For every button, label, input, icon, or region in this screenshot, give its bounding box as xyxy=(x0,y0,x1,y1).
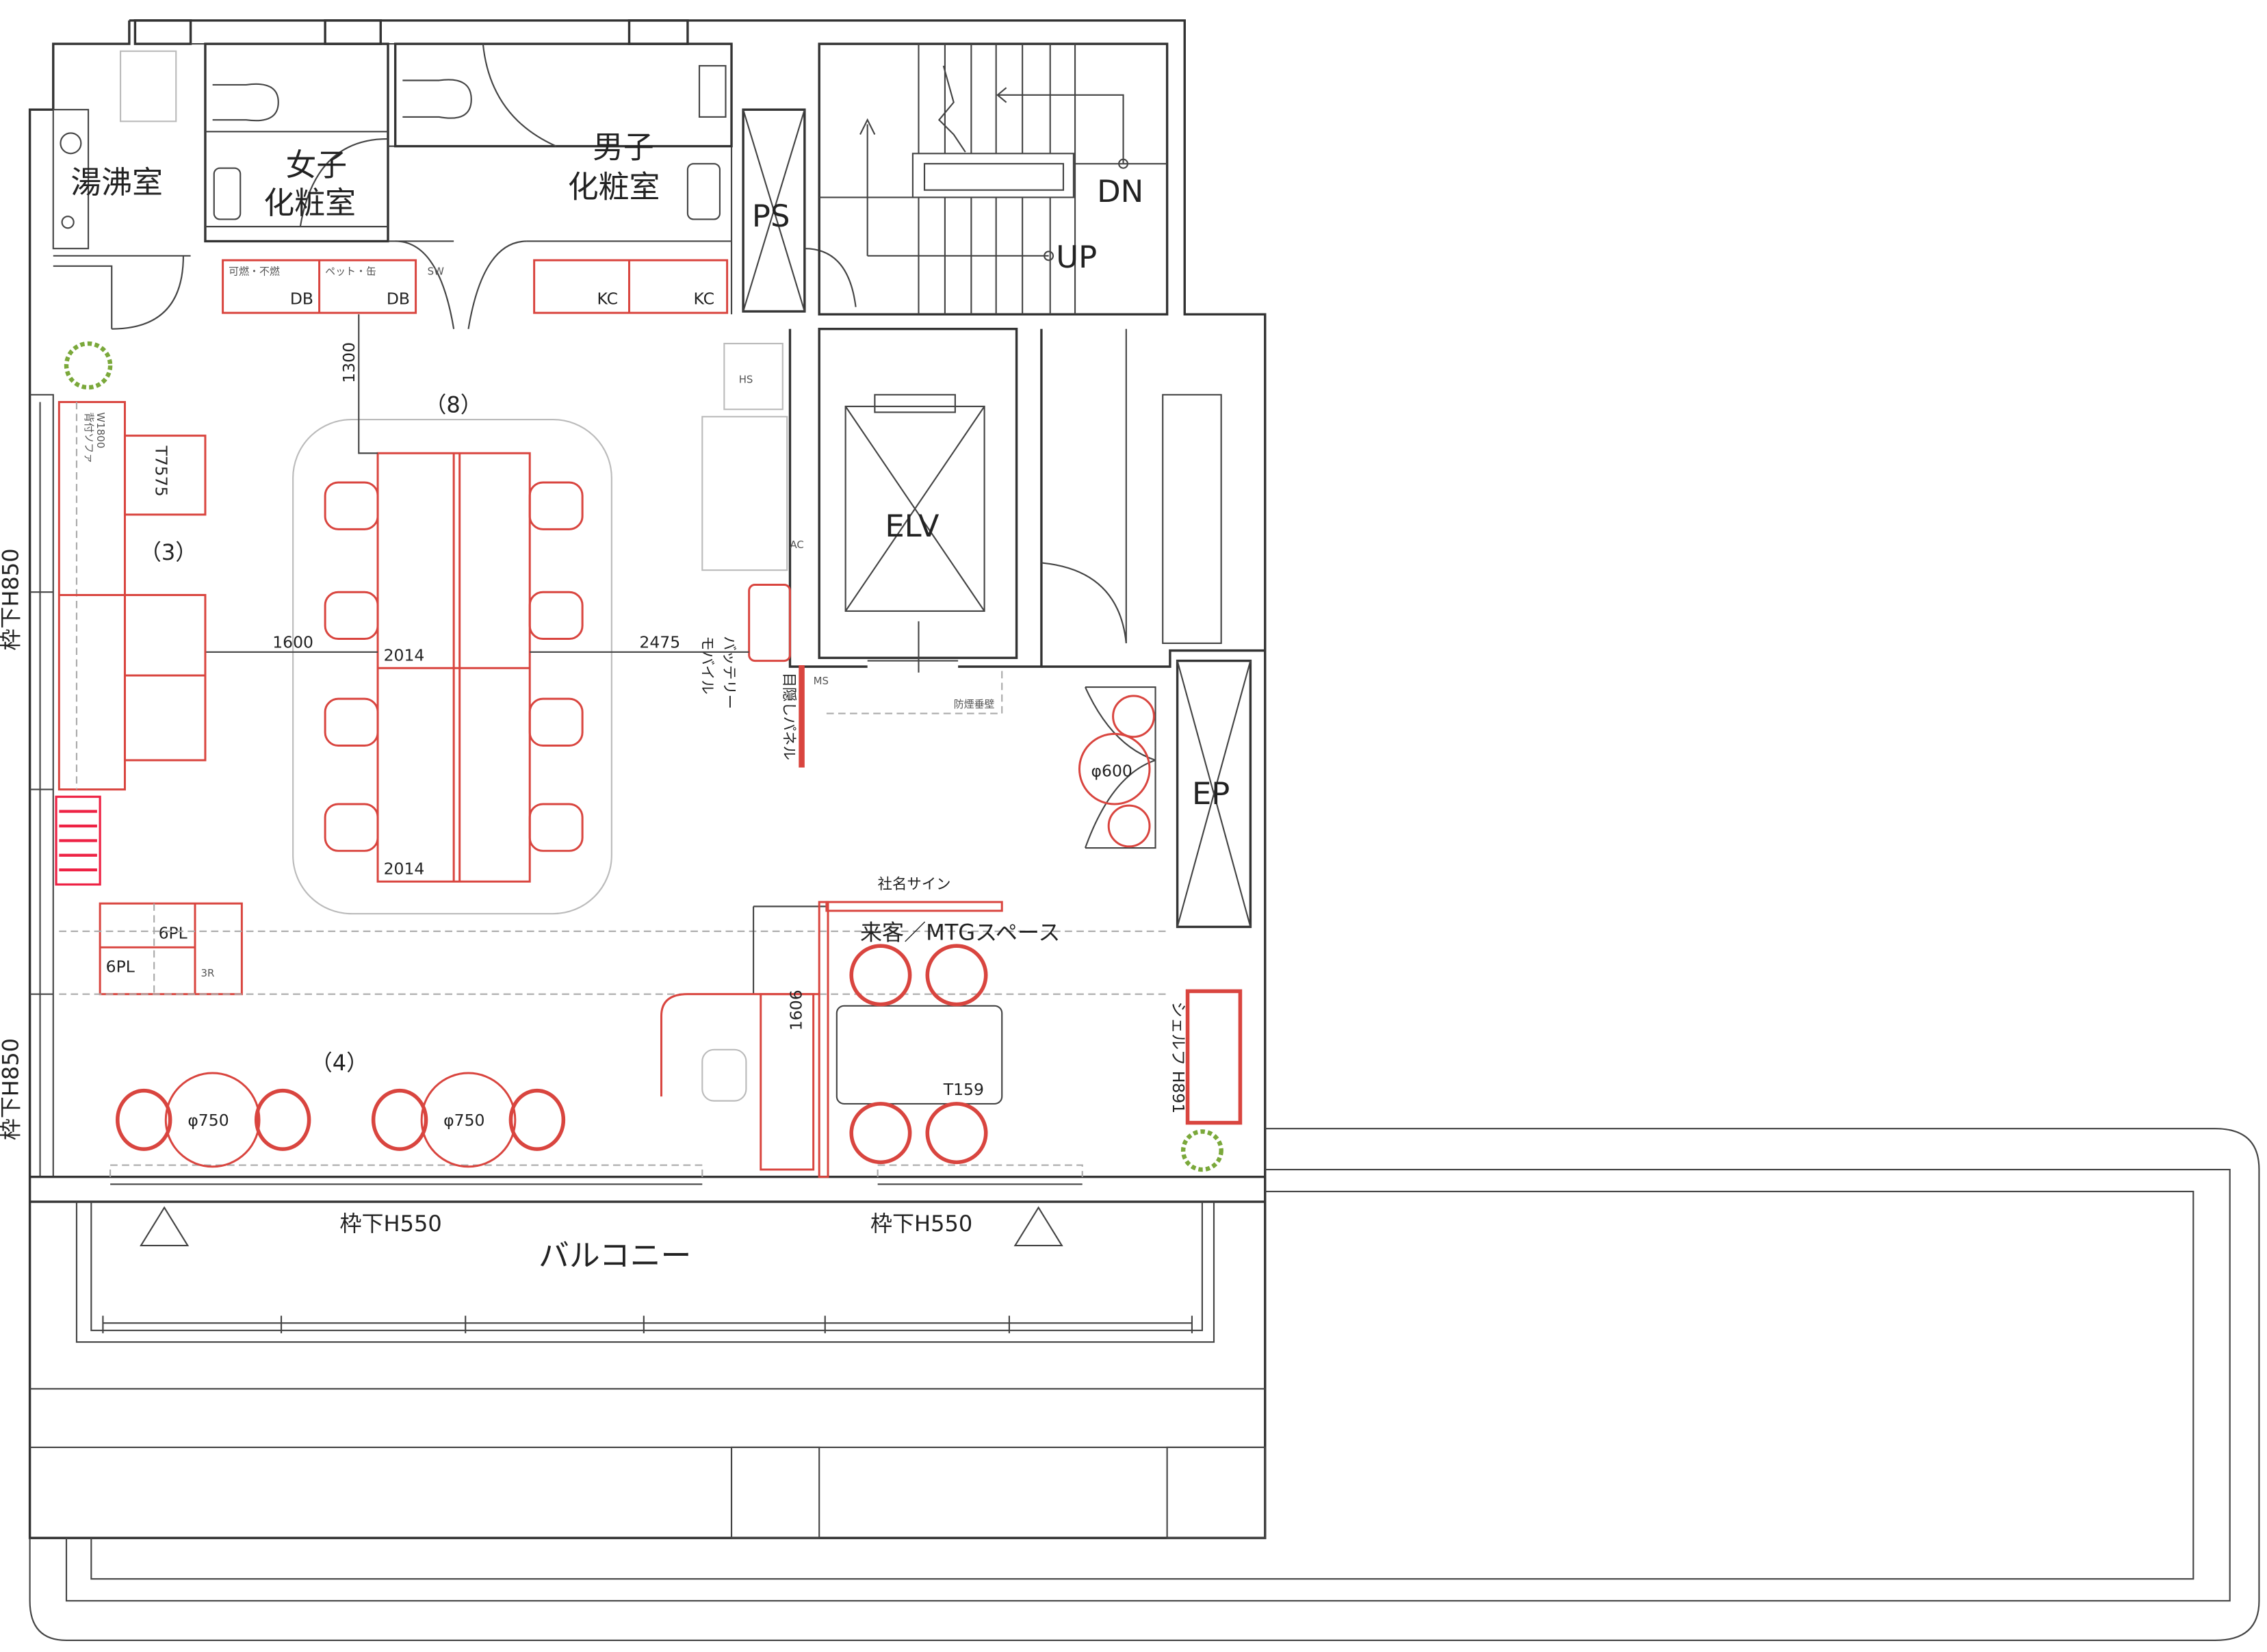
stairs-up-label: UP xyxy=(1056,239,1097,275)
sink-icon xyxy=(686,163,721,220)
kc-label: KC xyxy=(693,289,714,308)
cabinet-label: 6PL xyxy=(106,957,135,977)
ps-label: PS xyxy=(752,198,790,234)
pipe-shaft: PS xyxy=(742,108,857,313)
table-label: T7575 xyxy=(151,446,170,497)
seat-count-3: （3） xyxy=(140,539,197,565)
shelf-label: シェルフ H891 xyxy=(1169,1001,1188,1113)
company-sign-label: 社名サイン xyxy=(878,876,951,893)
smoke-barrier-label: 防煙垂壁 xyxy=(954,698,995,710)
mobile-battery-label: バッテリー xyxy=(720,636,737,709)
meeting-space: 1606 社名サイン 来客／MTGスペース T159 シェルフ H891 xyxy=(660,876,1243,1178)
urinal-icon xyxy=(698,65,727,118)
ms-label: MS xyxy=(814,675,829,687)
toilet-icon xyxy=(212,83,279,122)
mens-restroom-label: 化粧室 xyxy=(568,168,660,205)
round-table-size: φ750 xyxy=(187,1111,229,1130)
electrical-shaft: EP φ600 xyxy=(1078,659,1252,929)
plant-icon xyxy=(64,341,1223,1172)
waste-bin-label: 可燃・不燃 xyxy=(229,266,280,278)
elevator-label: ELV xyxy=(885,508,939,544)
sofa-label: W1800 xyxy=(94,412,107,448)
window-sill-label: 枠下H850 xyxy=(0,1038,24,1140)
sofa-label: 背付ソファ xyxy=(83,412,95,463)
window-sill-label: 枠下H850 xyxy=(0,548,24,650)
ep-label: EP xyxy=(1192,775,1230,812)
cabinet-label: 3R xyxy=(201,967,215,979)
cafe-area: （4） φ750 φ750 xyxy=(116,1050,566,1168)
dimension-label: 2475 xyxy=(639,632,680,651)
screen-panel xyxy=(799,665,805,768)
ac-label: AC xyxy=(790,539,803,551)
round-table xyxy=(420,1072,517,1168)
db-label: DB xyxy=(387,289,410,308)
stairs-down-label: DN xyxy=(1097,173,1143,209)
switch-label: SW xyxy=(428,266,444,278)
round-table-size: φ600 xyxy=(1091,761,1132,780)
meeting-space-label: 来客／MTGスペース xyxy=(860,920,1060,946)
window-sill-label: 枠下H550 xyxy=(339,1211,441,1237)
table-label: T159 xyxy=(943,1080,984,1099)
cabinet-label: 6PL xyxy=(159,923,187,942)
round-table-size: φ750 xyxy=(443,1111,484,1130)
womens-restroom-label: 女子 xyxy=(285,146,347,183)
staircase: DN UP xyxy=(818,42,1169,316)
dimension-label: 1606 xyxy=(787,990,806,1031)
round-table-small xyxy=(1078,732,1151,805)
desk-size-label: 2014 xyxy=(384,646,425,665)
seat-count-4: （4） xyxy=(311,1050,368,1076)
waste-bin-label: ペット・缶 xyxy=(325,266,376,278)
toilet-icon xyxy=(402,79,472,119)
womens-restroom-label: 化粧室 xyxy=(263,185,356,221)
window-sill-label: 枠下H550 xyxy=(870,1211,972,1237)
dimension-label: 1600 xyxy=(272,632,313,651)
restroom-area: 女子 化粧室 男子 化粧室 xyxy=(204,42,733,329)
filing-cabinet: 6PL 6PL 3R xyxy=(99,902,243,996)
kc-label: KC xyxy=(597,289,618,308)
door-swing xyxy=(299,43,557,329)
elevator: ELV xyxy=(788,327,1265,673)
mobile-battery-station xyxy=(748,584,791,662)
shelf xyxy=(1185,989,1243,1125)
dimension-label: 1300 xyxy=(339,342,359,383)
meeting-table xyxy=(835,1005,1003,1105)
workstation-island: （8） 2014 2014 1300 1600 2475 xyxy=(205,314,749,915)
round-table xyxy=(164,1072,261,1168)
hs-label: HS xyxy=(739,374,753,386)
kitchenette-label: 湯沸室 xyxy=(70,164,163,201)
existing-equipment: HS AC モバイル バッテリー 目隠しパネル MS 防煙垂壁 xyxy=(698,342,1003,768)
db-label: DB xyxy=(290,289,313,308)
balcony: 枠下H550 枠下H550 バルコニー xyxy=(29,1128,2260,1641)
storage-cabinets: 可燃・不燃 ペット・缶 DB DB SW KC KC xyxy=(222,259,729,314)
mobile-battery-label: モバイル xyxy=(698,636,715,694)
mens-restroom-label: 男子 xyxy=(593,129,654,166)
kitchenette: 湯沸室 xyxy=(52,50,177,250)
sink-icon xyxy=(213,167,242,220)
screen-panel-label: 目隠しパネル xyxy=(780,673,797,760)
chairs xyxy=(324,481,584,852)
coat-rack xyxy=(55,795,101,886)
building-walls xyxy=(28,19,1267,1540)
seat-count-8: （8） xyxy=(424,391,482,417)
lounge-area: 背付ソファ W1800 T7575 （3） xyxy=(55,341,1223,1172)
balcony-label: バルコニー xyxy=(539,1237,691,1274)
desk-size-label: 2014 xyxy=(384,859,425,878)
